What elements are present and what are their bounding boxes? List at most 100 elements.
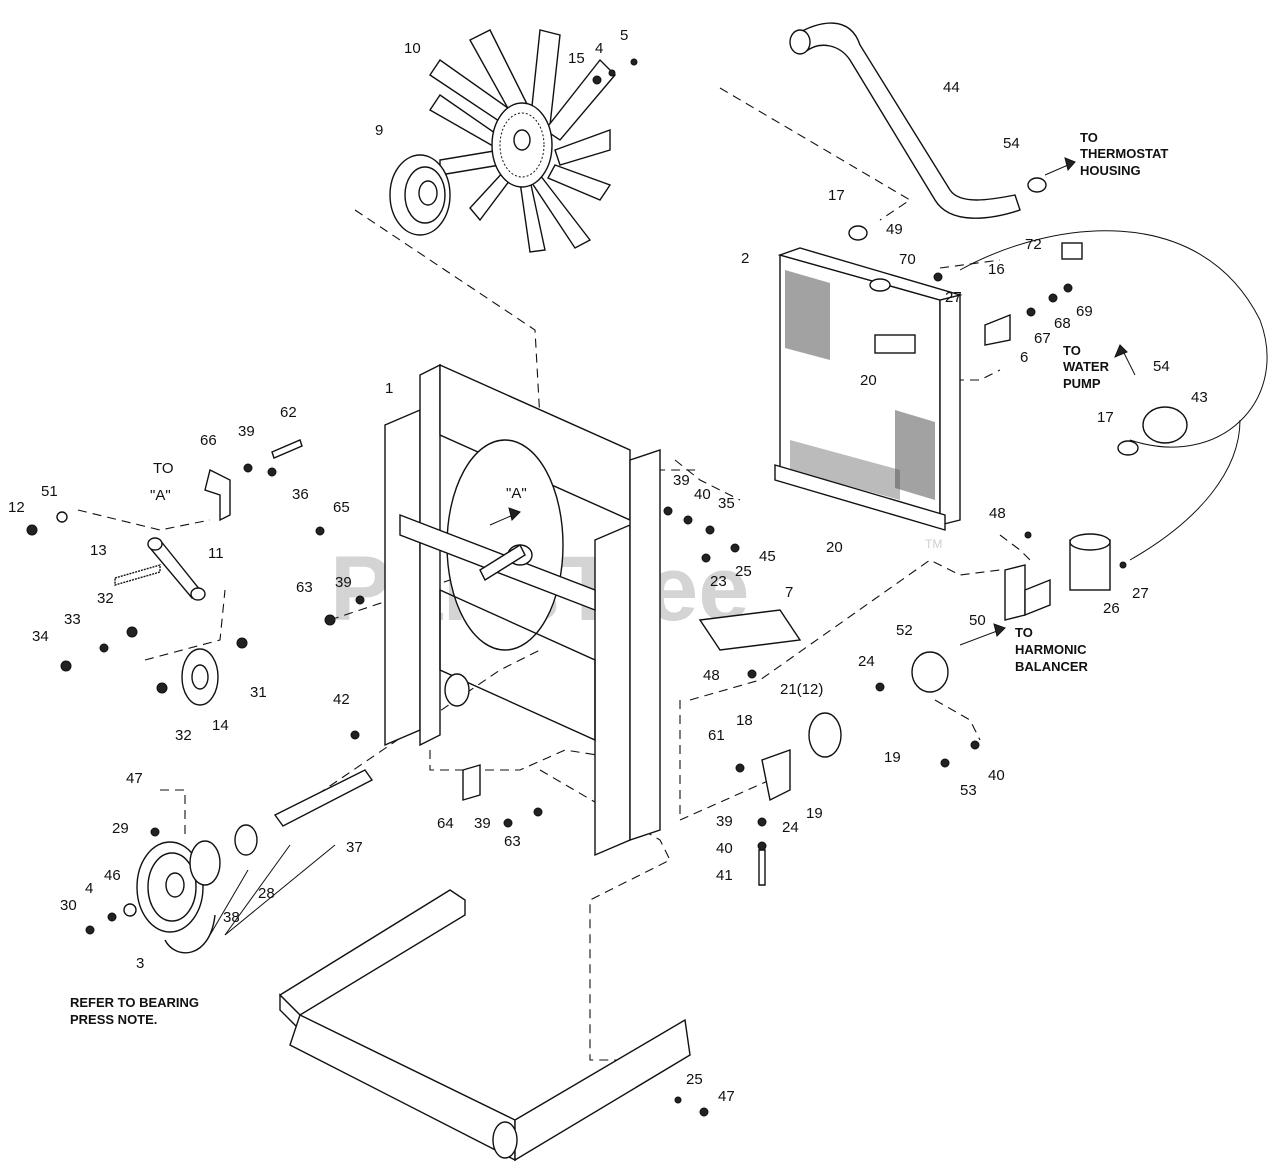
callout-33: 33 <box>64 611 81 628</box>
callout-35: 35 <box>718 495 735 512</box>
callout-50: 50 <box>969 612 986 629</box>
drive-pulley-group <box>85 730 374 954</box>
callout-20: 20 <box>860 372 877 389</box>
callout-54: 54 <box>1153 358 1170 375</box>
note-bearing-line2: PRESS NOTE. <box>70 1012 157 1027</box>
callout-4: 4 <box>85 880 93 897</box>
note-water-pump-line1: TO <box>1063 343 1081 358</box>
callout-47: 47 <box>126 770 143 787</box>
callout-67: 67 <box>1034 330 1051 347</box>
callout-4: 4 <box>595 40 603 57</box>
callout-45: 45 <box>759 548 776 565</box>
callout-20: 20 <box>826 539 843 556</box>
callout-38: 38 <box>223 909 240 926</box>
callout-47: 47 <box>718 1088 735 1105</box>
trademark: TM <box>925 537 942 551</box>
callout-27: 27 <box>945 289 962 306</box>
callout-28: 28 <box>258 885 275 902</box>
callout-25: 25 <box>735 563 752 580</box>
callout-14: 14 <box>212 717 229 734</box>
callout-69: 69 <box>1076 303 1093 320</box>
base-skid <box>278 889 691 1162</box>
callout-32: 32 <box>97 590 114 607</box>
callout-19: 19 <box>806 805 823 822</box>
callout-63: 63 <box>504 833 521 850</box>
callout-48: 48 <box>703 667 720 684</box>
fan-pulley <box>389 154 451 236</box>
callout-15: 15 <box>568 50 585 67</box>
callout-37: 37 <box>346 839 363 856</box>
upper-radiator-hose <box>789 22 1021 219</box>
callout-39: 39 <box>716 813 733 830</box>
callout-48: 48 <box>989 505 1006 522</box>
callout-30: 30 <box>60 897 77 914</box>
overflow-tube <box>959 230 1268 448</box>
note-bearing-line1: REFER TO BEARING <box>70 995 199 1010</box>
callout-52: 52 <box>896 622 913 639</box>
cooling-fan <box>429 29 616 253</box>
callout-17: 17 <box>1097 409 1114 426</box>
callout-63: 63 <box>296 579 313 596</box>
callout-1: 1 <box>385 380 393 397</box>
note-thermostat-line2: THERMOSTAT <box>1080 146 1168 161</box>
callout-40: 40 <box>988 767 1005 784</box>
callout-54: 54 <box>1003 135 1020 152</box>
note-water-pump-line3: PUMP <box>1063 376 1101 391</box>
callout-39: 39 <box>673 472 690 489</box>
callout-39: 39 <box>335 574 352 591</box>
callout-64: 64 <box>437 815 454 832</box>
diagram-notes: TO "A" "A" TO THERMOSTAT HOUSING TO WATE… <box>70 130 1168 1027</box>
callout-10: 10 <box>404 40 421 57</box>
note-view-a: "A" <box>506 485 527 502</box>
callout-49: 49 <box>886 221 903 238</box>
callout-24: 24 <box>858 653 875 670</box>
note-harmonic-line1: TO <box>1015 625 1033 640</box>
callout-31: 31 <box>250 684 267 701</box>
callout-6: 6 <box>1020 349 1028 366</box>
callout-42: 42 <box>333 691 350 708</box>
note-thermostat-line3: HOUSING <box>1080 163 1141 178</box>
callout-11: 11 <box>208 545 224 562</box>
callout-18: 18 <box>736 712 753 729</box>
callout-26: 26 <box>1103 600 1120 617</box>
radiator <box>774 247 963 531</box>
callout-25: 25 <box>686 1071 703 1088</box>
callout-65: 65 <box>333 499 350 516</box>
callout-23: 23 <box>710 573 727 590</box>
center-fasteners <box>243 58 740 1117</box>
right-bracket-group <box>698 177 1188 886</box>
callout-70: 70 <box>899 251 916 268</box>
callout-19: 19 <box>884 749 901 766</box>
sensor-wire <box>1129 419 1241 561</box>
callout-24: 24 <box>782 819 799 836</box>
callout-29: 29 <box>112 820 129 837</box>
note-water-pump-line2: WATER <box>1063 359 1110 374</box>
callout-39: 39 <box>474 815 491 832</box>
note-to-a-line2: "A" <box>150 487 171 504</box>
part-callouts: 1 2 3 4 4 5 6 7 9 10 11 12 13 14 15 16 1… <box>8 27 1208 1105</box>
callout-44: 44 <box>943 79 960 96</box>
callout-3: 3 <box>136 955 144 972</box>
callout-46: 46 <box>104 867 121 884</box>
callout-51: 51 <box>41 483 58 500</box>
callout-36: 36 <box>292 486 309 503</box>
note-thermostat-line1: TO <box>1080 130 1098 145</box>
callout-13: 13 <box>90 542 107 559</box>
callout-40: 40 <box>694 486 711 503</box>
radiator-frame <box>384 363 661 857</box>
callout-16: 16 <box>988 261 1005 278</box>
callout-7: 7 <box>785 584 793 601</box>
tensioner-group <box>26 468 248 706</box>
callout-21: 21(12) <box>780 681 823 698</box>
callout-5: 5 <box>620 27 628 44</box>
note-to-a-line1: TO <box>153 460 174 477</box>
callout-43: 43 <box>1191 389 1208 406</box>
callout-41: 41 <box>716 867 733 884</box>
callout-9: 9 <box>375 122 383 139</box>
note-harmonic-line3: BALANCER <box>1015 659 1089 674</box>
note-harmonic-line2: HARMONIC <box>1015 642 1087 657</box>
flow-arrows <box>209 157 1136 936</box>
callout-61: 61 <box>708 727 725 744</box>
callout-12: 12 <box>8 499 25 516</box>
